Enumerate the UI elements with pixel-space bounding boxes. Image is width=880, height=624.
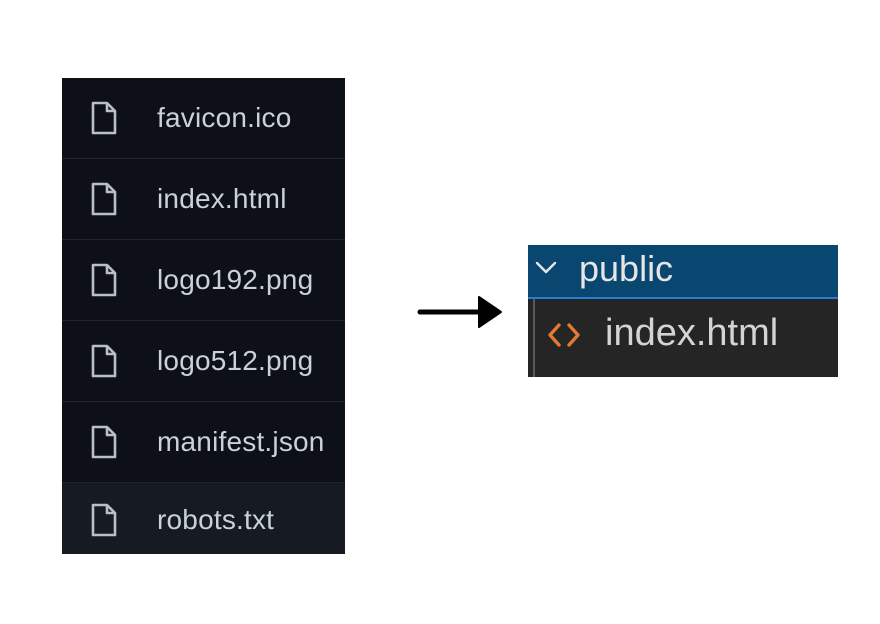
file-name: index.html xyxy=(157,183,287,214)
folder-name: public xyxy=(579,248,674,289)
file-row-logo512[interactable]: logo512.png xyxy=(62,321,345,402)
html-code-icon xyxy=(548,323,580,347)
file-row-favicon[interactable]: favicon.ico xyxy=(62,78,345,159)
file-icon xyxy=(91,263,117,297)
indent-guide xyxy=(533,299,535,377)
file-name: robots.txt xyxy=(157,504,275,535)
right-arrow-icon xyxy=(417,296,502,328)
file-name: logo512.png xyxy=(157,345,314,376)
file-name: manifest.json xyxy=(157,426,325,457)
file-icon xyxy=(91,182,117,216)
vscode-explorer: public index.html xyxy=(528,245,838,377)
file-icon xyxy=(91,425,117,459)
file-name: index.html xyxy=(605,312,779,354)
github-file-list: favicon.ico index.html logo192.png logo5… xyxy=(62,78,345,554)
file-row-manifest[interactable]: manifest.json xyxy=(62,402,345,483)
file-name: favicon.ico xyxy=(157,102,292,133)
file-icon xyxy=(91,344,117,378)
file-entry-index-html[interactable]: index.html xyxy=(528,299,838,377)
file-row-index[interactable]: index.html xyxy=(62,159,345,240)
file-row-logo192[interactable]: logo192.png xyxy=(62,240,345,321)
file-name: logo192.png xyxy=(157,264,314,295)
file-icon xyxy=(91,101,117,135)
file-row-robots[interactable]: robots.txt xyxy=(62,483,345,554)
file-icon xyxy=(91,503,117,537)
chevron-down-icon xyxy=(535,261,557,274)
folder-row-public[interactable]: public xyxy=(528,245,838,299)
